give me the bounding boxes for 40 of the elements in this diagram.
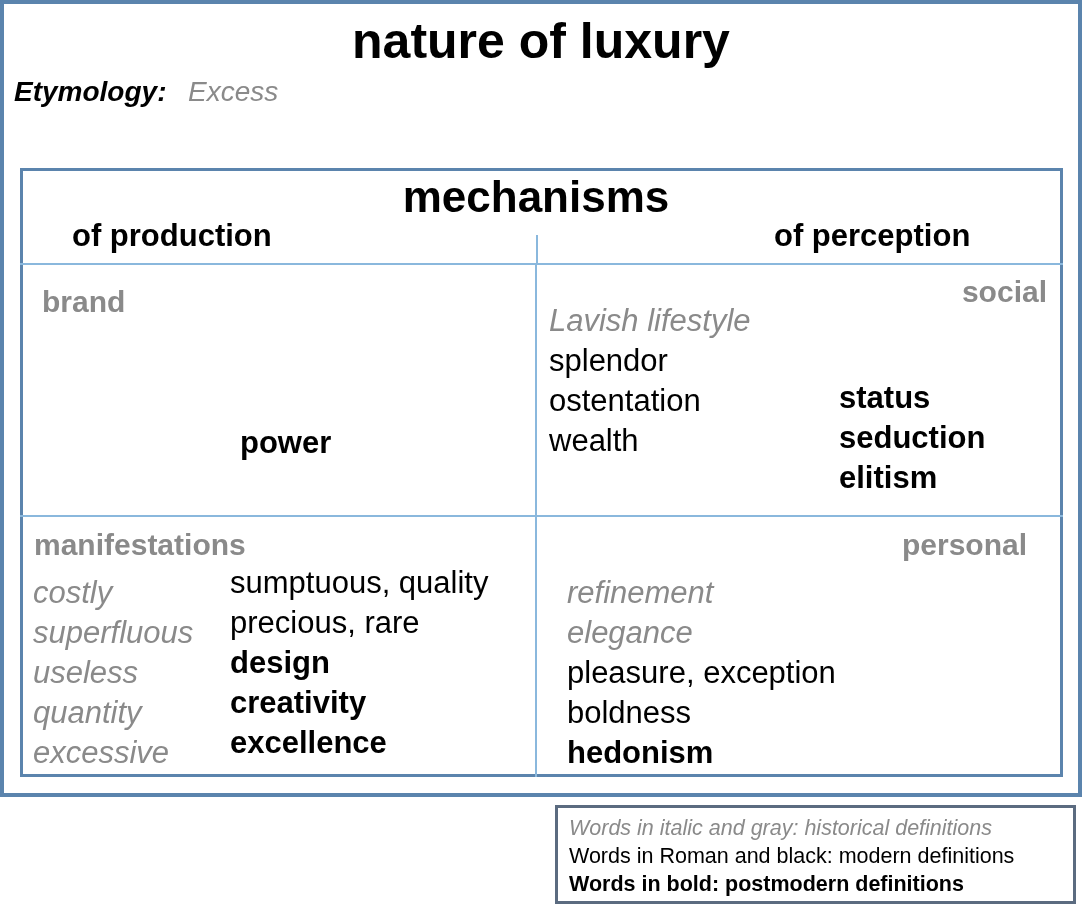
term: status — [839, 380, 931, 416]
term: pleasure, exception — [567, 655, 836, 691]
term: ostentation — [549, 383, 701, 419]
etymology-label: Etymology: — [14, 76, 167, 109]
column-heading: of perception — [774, 218, 971, 254]
term: refinement — [567, 575, 714, 611]
column-heading: of production — [72, 218, 272, 254]
term: creativity — [230, 685, 367, 721]
term: costly — [33, 575, 113, 611]
term: boldness — [567, 695, 692, 731]
term: precious, rare — [230, 605, 420, 641]
term: wealth — [549, 423, 639, 459]
term: useless — [33, 655, 139, 691]
quadrant-panel — [20, 515, 537, 777]
term: seduction — [839, 420, 986, 456]
quadrant-panel — [20, 263, 537, 516]
section-heading: brand — [42, 285, 126, 320]
term: power — [240, 425, 332, 461]
legend-entry: Words in bold: postmodern definitions — [569, 872, 964, 897]
term: sumptuous, quality — [230, 565, 489, 601]
term: excellence — [230, 725, 387, 761]
mechanisms-panel — [20, 168, 1063, 777]
term: excessive — [33, 735, 170, 771]
etymology-value: Excess — [188, 76, 279, 109]
outer-frame — [0, 0, 1082, 797]
legend-entry: Words in Roman and black: modern definitions — [569, 844, 1015, 869]
section-heading: manifestations — [34, 528, 246, 563]
term: splendor — [549, 343, 668, 379]
term: elitism — [839, 460, 938, 496]
panel-heading: mechanisms — [402, 172, 670, 223]
term: design — [230, 645, 330, 681]
legend-entry: Words in italic and gray: historical definitions — [569, 816, 993, 841]
term: Lavish lifestyle — [549, 303, 751, 339]
section-heading: social — [961, 275, 1047, 310]
term: quantity — [33, 695, 142, 731]
diagram-title: nature of luxury — [351, 14, 731, 69]
term: superfluous — [33, 615, 194, 651]
section-heading: personal — [901, 528, 1027, 563]
term: elegance — [567, 615, 693, 651]
term: hedonism — [567, 735, 714, 771]
